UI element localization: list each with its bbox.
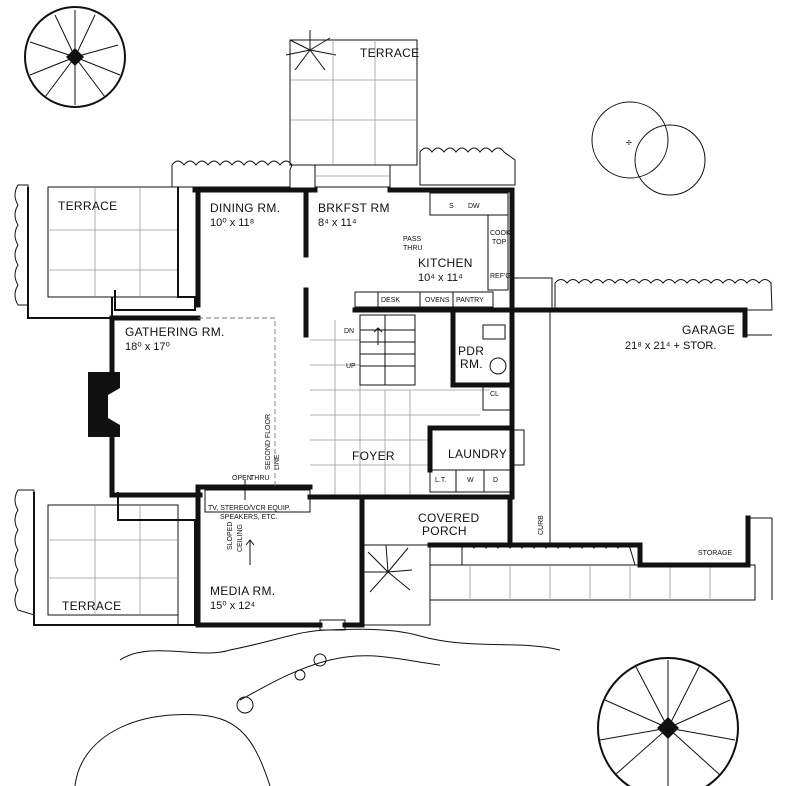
terrace-top-label: TERRACE — [360, 46, 419, 60]
sloped-ceiling-label-1: SLOPED — [227, 522, 234, 550]
svg-text:✢: ✢ — [626, 139, 632, 147]
lawn-edges — [74, 628, 561, 786]
dryer-label: D — [493, 477, 498, 484]
open-thru-label-1: OPEN — [232, 475, 252, 482]
dw-label: DW — [468, 203, 480, 210]
terrace-bottom-paving — [33, 492, 196, 626]
cook-top-label-1: COOK — [490, 230, 511, 237]
laundry-tub-label: L.T. — [435, 477, 446, 484]
desk-label: DESK — [381, 297, 400, 304]
gathering-room-dim: 18⁰ x 17⁰ — [125, 341, 170, 353]
foyer-label: FOYER — [352, 449, 395, 463]
garage-name: GARAGE — [682, 323, 735, 337]
fireplace — [88, 372, 120, 437]
terrace-left-label: TERRACE — [58, 199, 117, 213]
stair-down-label: DN — [344, 328, 354, 335]
sloped-ceiling-label-2: CEILING — [237, 524, 244, 552]
tree-pair-right: ✢ — [591, 101, 706, 196]
exterior-walls — [109, 187, 751, 628]
closet-label: CL — [490, 391, 499, 398]
speakers-label: SPEAKERS, ETC. — [220, 514, 278, 521]
stair-up-label: UP — [346, 363, 356, 370]
fern-porch — [364, 544, 413, 593]
pass-thru-label-1: PASS — [403, 236, 421, 243]
terrace-left-paving — [27, 186, 196, 319]
porch-label-2: PORCH — [422, 524, 467, 538]
cook-top-label-2: TOP — [492, 239, 507, 246]
open-thru-label-2: THRU — [250, 475, 269, 482]
fern-top — [285, 30, 337, 71]
second-floor-label-2: LINE — [274, 454, 281, 470]
tree-top-left — [24, 6, 126, 108]
tree-bottom-right — [597, 657, 739, 786]
brkfst-room-name: BRKFST RM — [318, 201, 390, 215]
kitchen-dim: 10⁴ x 11⁴ — [418, 272, 463, 284]
storage-label: STORAGE — [698, 550, 732, 557]
dining-room-dim: 10⁰ x 11⁸ — [210, 217, 254, 229]
garage-dim: 21⁸ x 21⁴ + STOR. — [625, 340, 716, 352]
dining-room-name: DINING RM. — [210, 201, 280, 215]
terrace-bottom-label: TERRACE — [62, 599, 121, 613]
curb-label: CURB — [538, 515, 545, 535]
media-room-name: MEDIA RM. — [210, 584, 275, 598]
sink-label: S — [449, 203, 454, 210]
pass-thru-label-2: THRU — [403, 245, 422, 252]
brkfst-room-dim: 8⁴ x 11⁴ — [318, 217, 357, 229]
refg-label: REF'G — [490, 273, 511, 280]
pdr-room-name-2: RM. — [460, 357, 483, 371]
gathering-room-name: GATHERING RM. — [125, 325, 225, 339]
pdr-room-name: PDR — [458, 344, 484, 358]
stair-arrow-icon — [373, 327, 383, 345]
media-arrow-icon — [245, 539, 255, 565]
porch-label: COVERED — [418, 511, 479, 525]
media-room-dim: 15⁰ x 12⁴ — [210, 600, 255, 612]
pantry-label: PANTRY — [456, 297, 484, 304]
walkway-paving — [429, 564, 756, 601]
laundry-label: LAUNDRY — [448, 447, 507, 461]
ovens-label: OVENS — [425, 297, 450, 304]
foyer-paving — [310, 320, 490, 495]
interior-details — [204, 192, 773, 631]
tv-equipment-label: TV, STEREO/VCR EQUIP. — [208, 505, 291, 512]
second-floor-line — [198, 317, 276, 487]
terrace-top-paving — [289, 39, 418, 188]
kitchen-name: KITCHEN — [418, 256, 473, 270]
washer-label: W — [467, 477, 474, 484]
second-floor-label-1: SECOND FLOOR — [265, 414, 272, 470]
